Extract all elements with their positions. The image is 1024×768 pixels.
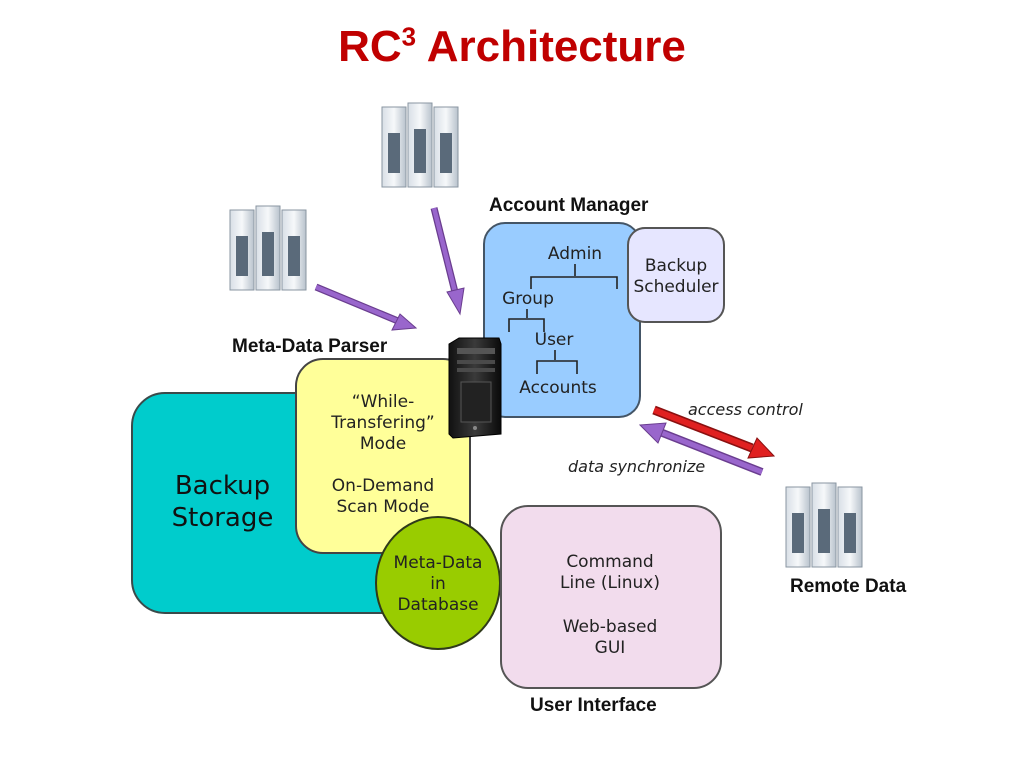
data-synchronize-arrow bbox=[638, 422, 764, 476]
cli-line1: Command bbox=[566, 552, 654, 572]
command-line-text: Command Line (Linux) bbox=[510, 552, 710, 594]
metadata-db-line3: Database bbox=[397, 595, 479, 615]
accounts-node: Accounts bbox=[519, 378, 597, 398]
backup-scheduler-text: Backup Scheduler bbox=[630, 256, 722, 298]
access-control-arrow bbox=[652, 405, 776, 459]
arrow-left-server-to-parser bbox=[314, 283, 418, 331]
group-node: Group bbox=[502, 289, 554, 309]
mode2-line2: Scan Mode bbox=[336, 497, 430, 517]
mode1-line2: Transfering” bbox=[331, 413, 435, 433]
mode2-line1: On-Demand bbox=[331, 476, 435, 496]
server-icon-left bbox=[229, 205, 307, 291]
mode1-line1: “While- bbox=[351, 392, 415, 412]
user-node: User bbox=[534, 330, 574, 350]
while-transfering-mode-text: “While- Transfering” Mode bbox=[300, 392, 466, 455]
account-tree-lines bbox=[508, 264, 618, 374]
metadata-db-line2: in bbox=[430, 574, 446, 594]
arrow-top-server-to-parser bbox=[430, 207, 465, 316]
backup-storage-line1: Backup bbox=[174, 471, 271, 501]
user-interface-label: User Interface bbox=[530, 695, 657, 716]
metadata-db-line1: Meta-Data bbox=[393, 553, 483, 573]
tower-server-icon bbox=[448, 337, 502, 439]
scheduler-line1: Backup bbox=[644, 256, 708, 276]
title-superscript: 3 bbox=[401, 21, 417, 52]
access-control-label: access control bbox=[688, 400, 803, 419]
web-line1: Web-based bbox=[562, 617, 658, 637]
scheduler-line2: Scheduler bbox=[633, 277, 719, 297]
remote-data-label: Remote Data bbox=[790, 576, 907, 597]
server-icon-top bbox=[381, 102, 459, 188]
on-demand-scan-mode-text: On-Demand Scan Mode bbox=[300, 476, 466, 518]
user-interface-box bbox=[500, 505, 722, 689]
backup-scheduler-box bbox=[627, 227, 725, 323]
mode1-line3: Mode bbox=[359, 434, 407, 454]
page-title: RC3 Architecture bbox=[0, 22, 1024, 72]
admin-node: Admin bbox=[547, 244, 603, 264]
meta-data-database-circle bbox=[375, 516, 501, 650]
backup-storage-label: Backup Storage bbox=[140, 470, 305, 534]
server-icon-remote bbox=[785, 482, 863, 568]
backup-storage-line2: Storage bbox=[171, 503, 274, 533]
account-manager-label: Account Manager bbox=[489, 195, 649, 216]
meta-data-parser-label: Meta-Data Parser bbox=[232, 336, 388, 357]
title-rest: Architecture bbox=[416, 22, 686, 71]
title-main: RC bbox=[338, 22, 402, 71]
web-line2: GUI bbox=[594, 638, 626, 658]
meta-data-database-text: Meta-Data in Database bbox=[380, 553, 496, 616]
cli-line2: Line (Linux) bbox=[560, 573, 660, 593]
data-synchronize-label: data synchronize bbox=[568, 457, 706, 476]
web-gui-text: Web-based GUI bbox=[510, 617, 710, 659]
